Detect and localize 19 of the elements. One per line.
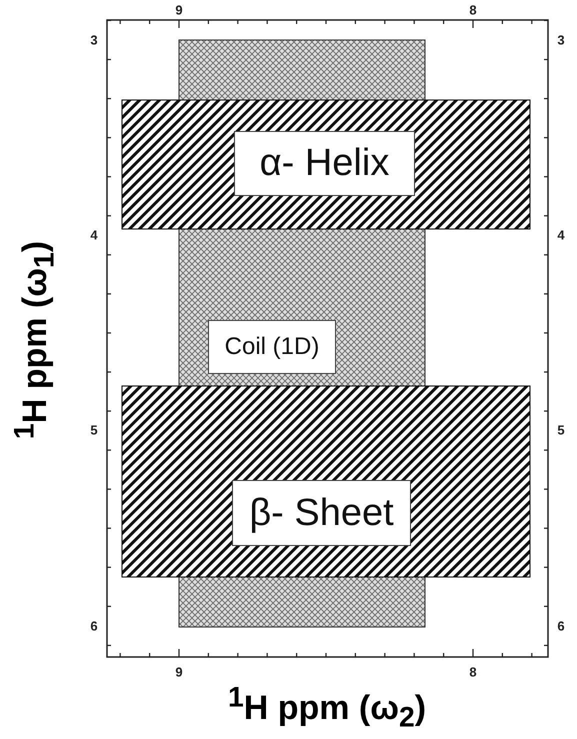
region-label-box xyxy=(234,131,415,196)
region-label: β- Sheet xyxy=(249,492,394,534)
tick-label: 5 xyxy=(557,422,565,438)
axis-title: $^{1}$H ppm (ω$_{2}$) xyxy=(228,681,426,735)
tick-label: 9 xyxy=(175,2,183,18)
tick-label: 8 xyxy=(469,664,477,680)
tick-label: 5 xyxy=(90,422,98,438)
tick-label: 6 xyxy=(90,618,98,634)
tick-label: 4 xyxy=(557,228,565,242)
tick-label: 8 xyxy=(469,2,477,18)
tick-label: 4 xyxy=(90,228,98,242)
region-label: Coil (1D) xyxy=(224,333,320,361)
tick-label: 9 xyxy=(175,664,183,680)
tick-label: 6 xyxy=(557,618,565,634)
tick-label: 3 xyxy=(90,32,98,48)
tick-label: 3 xyxy=(557,32,565,48)
region-label-box xyxy=(232,480,411,546)
region-label: α- Helix xyxy=(260,142,390,185)
region-label-box xyxy=(208,320,336,374)
